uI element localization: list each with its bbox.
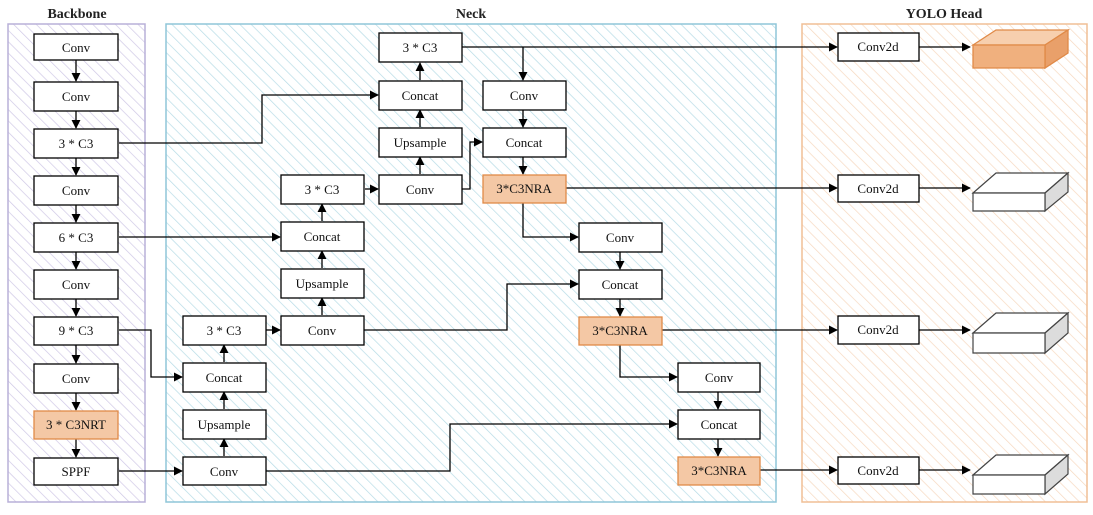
backbone-conv-4: Conv [62,277,91,292]
output-block-1 [970,28,1071,70]
connections [71,42,971,476]
neck-pan-concat-2: Concat [602,277,639,292]
backbone-conv-3: Conv [62,183,91,198]
backbone-c3nrt: 3 * C3NRT [46,417,106,432]
neck-pan-conv-1: Conv [510,88,539,103]
neck-title: Neck [456,7,487,22]
backbone-conv-1: Conv [62,40,91,55]
neck-conv-bottom: Conv [210,464,239,479]
backbone-title: Backbone [47,7,106,22]
neck-c3nra-3: 3*C3NRA [691,463,747,478]
neck-nodes: Conv Upsample Concat 3 * C3 Conv Upsampl… [182,32,761,486]
neck-upsample-top: Upsample [394,135,447,150]
neck-upsample-bottom: Upsample [198,417,251,432]
neck-conv-middle: Conv [308,323,337,338]
neck-conv-top: Conv [406,182,435,197]
head-panel [801,23,1088,503]
backbone-c3-3x: 3 * C3 [59,136,94,151]
backbone-c3-6x: 6 * C3 [59,230,94,245]
neck-upsample-middle: Upsample [296,276,349,291]
neck-concat-top: Concat [402,88,439,103]
backbone-nodes: Conv Conv 3 * C3 Conv 6 * C3 Conv 9 * C3… [33,33,119,486]
backbone-conv-2: Conv [62,89,91,104]
neck-pan-concat-1: Concat [506,135,543,150]
neck-concat-middle: Concat [304,229,341,244]
neck-c3-bottom: 3 * C3 [207,323,242,338]
head-nodes: Conv2d Conv2d Conv2d Conv2d [837,32,920,485]
output-block-3 [971,311,1070,355]
neck-pan-concat-3: Concat [701,417,738,432]
neck-c3-top: 3 * C3 [403,40,438,55]
head-conv2d-1: Conv2d [857,39,899,54]
head-conv2d-4: Conv2d [857,463,899,478]
neck-c3-middle: 3 * C3 [305,182,340,197]
neck-pan-conv-3: Conv [705,370,734,385]
neck-pan-conv-2: Conv [606,230,635,245]
head-title: YOLO Head [906,7,983,22]
output-block-2 [971,171,1070,213]
neck-c3nra-1: 3*C3NRA [496,181,552,196]
backbone-c3-9x: 9 * C3 [59,323,94,338]
neck-c3nra-2: 3*C3NRA [592,323,648,338]
head-conv2d-3: Conv2d [857,322,899,337]
neck-concat-bottom: Concat [206,370,243,385]
output-block-4 [971,453,1070,496]
backbone-sppf: SPPF [62,464,91,479]
head-conv2d-2: Conv2d [857,181,899,196]
backbone-conv-5: Conv [62,371,91,386]
